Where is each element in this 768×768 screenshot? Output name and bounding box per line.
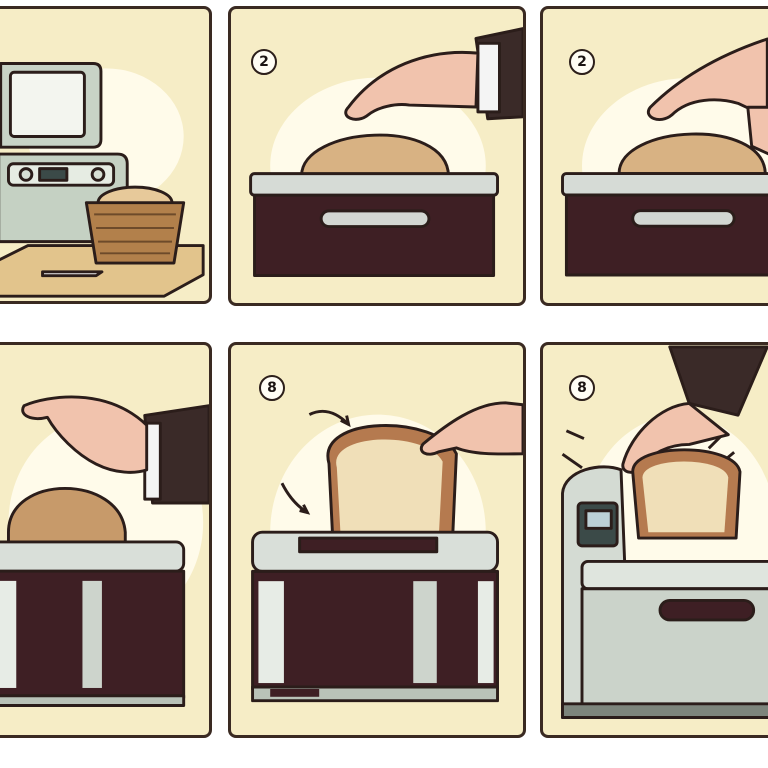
toaster: [0, 540, 186, 707]
bread-machine: [561, 465, 768, 719]
panel-6-loaf-out: 8: [540, 342, 768, 738]
bread-slice: [326, 424, 458, 544]
toaster: [251, 530, 499, 703]
toaster-illustration: [251, 401, 523, 703]
step-badge: 2: [251, 49, 277, 75]
bread-machine-illustration: [561, 345, 768, 719]
panel-2-lift-loaf: 2: [228, 6, 526, 306]
panel-5-slice-into-toaster: 8: [228, 342, 526, 738]
step-badge: 8: [569, 375, 595, 401]
bread-pan: [249, 172, 499, 278]
motion-lines: [561, 429, 736, 470]
step-badge: 2: [569, 49, 595, 75]
bread-pan: [561, 172, 768, 277]
bread-machine-illustration: [0, 62, 205, 298]
panel-3-grip-loaf: 2: [540, 6, 768, 306]
hand: [21, 395, 209, 505]
bread-basket: [84, 185, 186, 265]
bread-loaf: [7, 486, 127, 554]
panel-4-loaf-in-toaster: [0, 342, 212, 738]
hand: [419, 401, 523, 456]
bread-loaf: [300, 133, 450, 178]
loaf-in-pan-illustration: [561, 37, 768, 277]
step-badge: 8: [259, 375, 285, 401]
hand: [344, 27, 523, 121]
toaster-illustration: [0, 395, 209, 707]
bread-slice: [631, 448, 742, 540]
loaf-in-pan-illustration: [249, 27, 523, 278]
panel-1-bread-machine: [0, 6, 212, 304]
hand: [647, 37, 768, 156]
knife: [41, 270, 104, 278]
bread-loaf: [617, 132, 767, 176]
